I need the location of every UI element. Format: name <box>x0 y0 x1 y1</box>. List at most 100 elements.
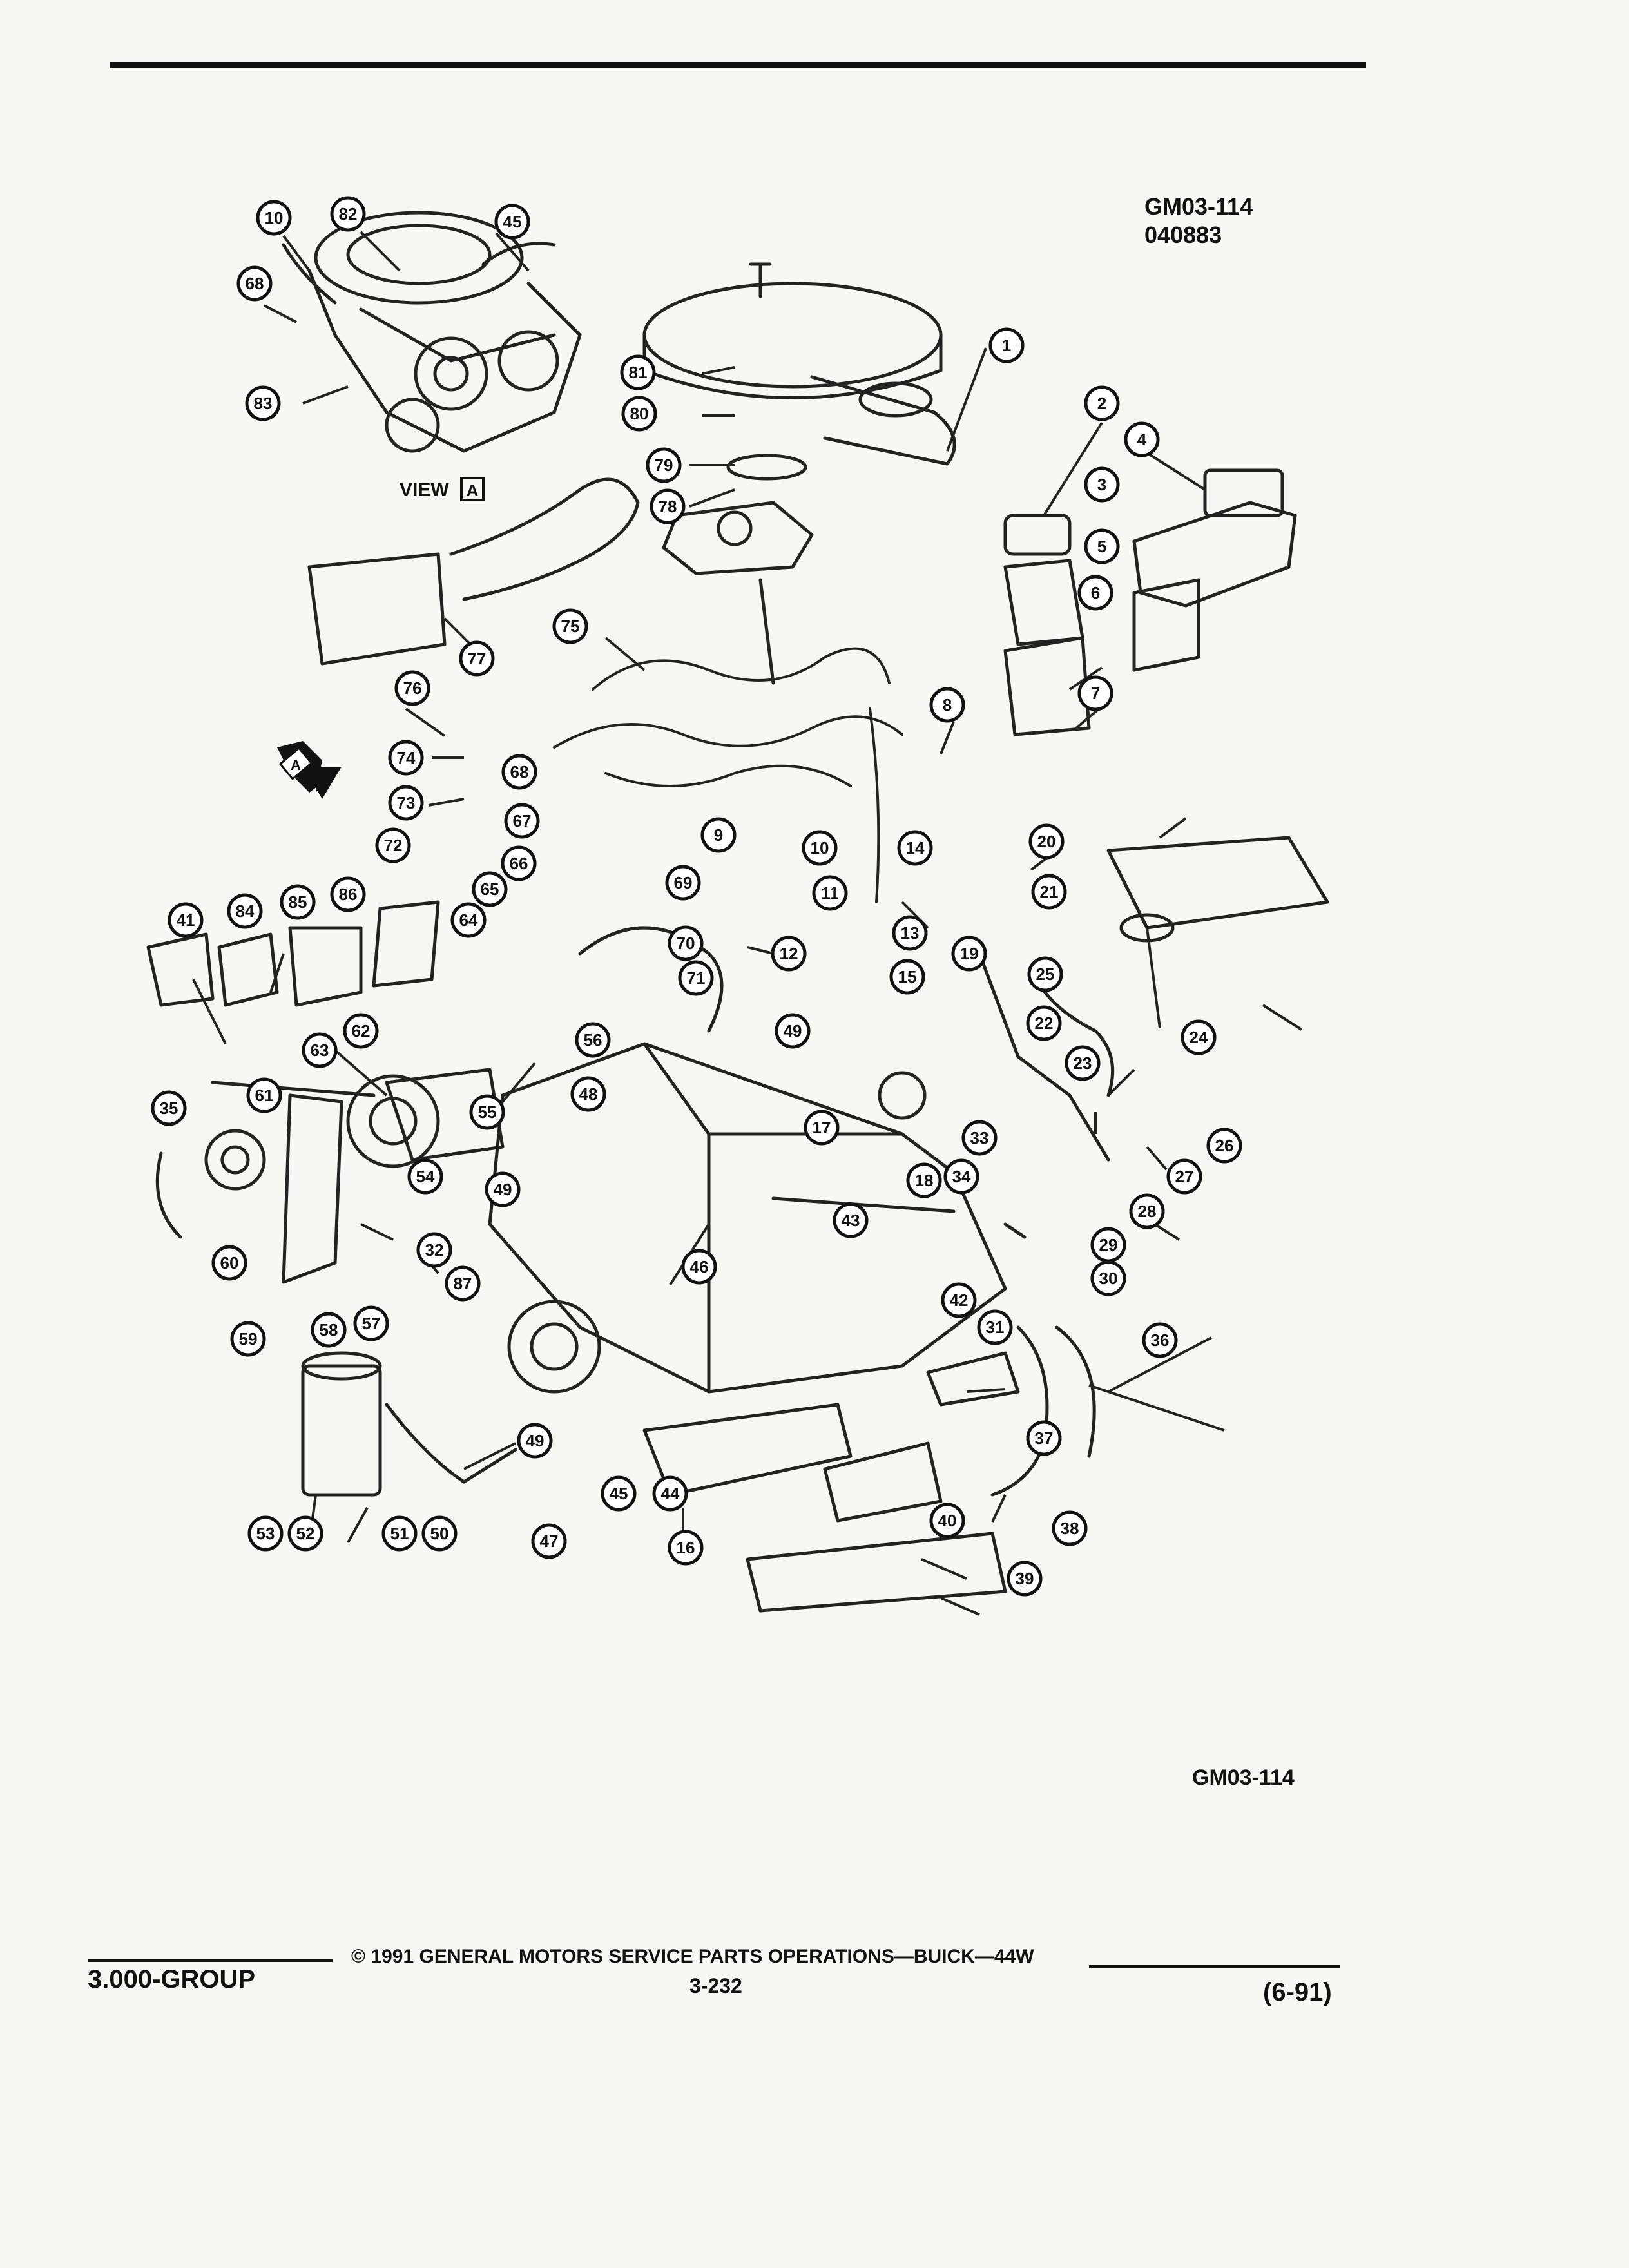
callout-number: 48 <box>579 1084 598 1104</box>
callout-circle <box>601 1475 637 1512</box>
callout-79: 79 <box>646 447 682 483</box>
callout-8: 8 <box>929 687 965 723</box>
callout-number: 61 <box>255 1086 274 1105</box>
callout-circle <box>343 1013 379 1049</box>
callout-circle <box>230 1321 266 1357</box>
callout-number: 66 <box>510 854 528 873</box>
callout-75: 75 <box>552 608 588 644</box>
callout-number: 17 <box>813 1118 831 1137</box>
callout-circle <box>450 902 487 938</box>
air-pump-brackets <box>146 900 505 1284</box>
callout-circle <box>151 1090 187 1126</box>
callout-60: 60 <box>211 1245 247 1281</box>
callout-number: 27 <box>1175 1167 1194 1186</box>
view-a-arrow-icon: A <box>277 741 342 799</box>
callout-number: 2 <box>1097 394 1106 413</box>
callout-number: 16 <box>677 1538 695 1557</box>
callout-1: 1 <box>988 327 1025 363</box>
callout-31: 31 <box>977 1309 1013 1345</box>
callout-22: 22 <box>1026 1005 1062 1041</box>
callout-circle <box>330 876 366 912</box>
callout-45: 45 <box>494 204 530 240</box>
callout-number: 56 <box>584 1030 602 1050</box>
callout-circle <box>650 488 686 524</box>
callout-41: 41 <box>168 902 204 938</box>
callout-circle <box>771 936 807 972</box>
callout-circle <box>804 1110 840 1146</box>
callout-circle <box>892 915 928 951</box>
callout-circle <box>381 1515 418 1552</box>
callout-54: 54 <box>407 1158 443 1195</box>
callout-81: 81 <box>620 354 656 390</box>
callout-number: 12 <box>780 944 798 963</box>
callout-circle <box>517 1423 553 1459</box>
callout-number: 53 <box>256 1524 275 1543</box>
callout-number: 15 <box>898 967 917 986</box>
callout-number: 62 <box>352 1021 371 1041</box>
callout-48: 48 <box>570 1076 606 1112</box>
callout-15: 15 <box>889 959 925 995</box>
callout-49: 49 <box>517 1423 553 1459</box>
callout-44: 44 <box>652 1475 688 1512</box>
callout-number: 4 <box>1137 430 1147 449</box>
callout-number: 72 <box>384 836 403 855</box>
callout-number: 7 <box>1091 684 1100 703</box>
callout-number: 68 <box>246 274 264 293</box>
callout-6: 6 <box>1077 575 1113 611</box>
callout-10: 10 <box>256 200 292 236</box>
callout-3: 3 <box>1084 466 1120 503</box>
arrow-letter: A <box>291 757 301 773</box>
page-number: 3-232 <box>689 1974 742 1997</box>
charcoal-canister <box>301 1351 517 1497</box>
callout-36: 36 <box>1142 1322 1178 1358</box>
callout-circle <box>668 1530 704 1566</box>
ecm-modules <box>1003 468 1297 736</box>
callout-20: 20 <box>1028 823 1065 860</box>
callout-number: 42 <box>950 1291 969 1310</box>
callout-38: 38 <box>1052 1510 1088 1546</box>
callout-number: 55 <box>478 1102 497 1122</box>
callout-52: 52 <box>287 1515 323 1552</box>
callout-67: 67 <box>504 803 540 839</box>
callout-circle <box>943 1158 979 1195</box>
callout-5: 5 <box>1084 528 1120 564</box>
callout-16: 16 <box>668 1530 704 1566</box>
callout-number: 25 <box>1036 965 1055 984</box>
callout-circle <box>394 670 430 706</box>
callout-51: 51 <box>381 1515 418 1552</box>
callout-circle <box>897 830 933 866</box>
callout-13: 13 <box>892 915 928 951</box>
callout-circle <box>287 1515 323 1552</box>
callout-circle <box>681 1249 717 1285</box>
callout-circle <box>941 1282 977 1318</box>
callout-59: 59 <box>230 1321 266 1357</box>
callout-7: 7 <box>1077 675 1113 711</box>
callout-29: 29 <box>1090 1227 1126 1263</box>
callout-9: 9 <box>700 817 737 853</box>
copyright-line: © 1991 GENERAL MOTORS SERVICE PARTS OPER… <box>351 1946 1034 1967</box>
callout-circle <box>494 204 530 240</box>
callout-circle <box>504 803 540 839</box>
callout-circle <box>311 1312 347 1348</box>
callout-76: 76 <box>394 670 430 706</box>
callout-circle <box>407 1158 443 1195</box>
callout-circle <box>1124 421 1160 457</box>
view-label: VIEW <box>400 479 449 501</box>
callout-number: 28 <box>1138 1202 1157 1221</box>
callout-circle <box>665 865 701 901</box>
callout-number: 74 <box>397 748 416 767</box>
callout-circle <box>280 884 316 920</box>
callout-circle <box>168 902 204 938</box>
callout-number: 9 <box>714 825 723 845</box>
callout-number: 43 <box>842 1211 860 1230</box>
callout-number: 85 <box>289 892 307 912</box>
callout-25: 25 <box>1027 956 1063 992</box>
wiring-harness <box>553 647 903 903</box>
callout-circle <box>951 936 987 972</box>
figure-code: 040883 <box>1144 222 1222 248</box>
callout-circle <box>1028 823 1065 860</box>
callout-56: 56 <box>575 1022 611 1058</box>
callout-circle <box>906 1162 942 1198</box>
callout-number: 19 <box>960 944 979 963</box>
callout-10: 10 <box>802 830 838 866</box>
